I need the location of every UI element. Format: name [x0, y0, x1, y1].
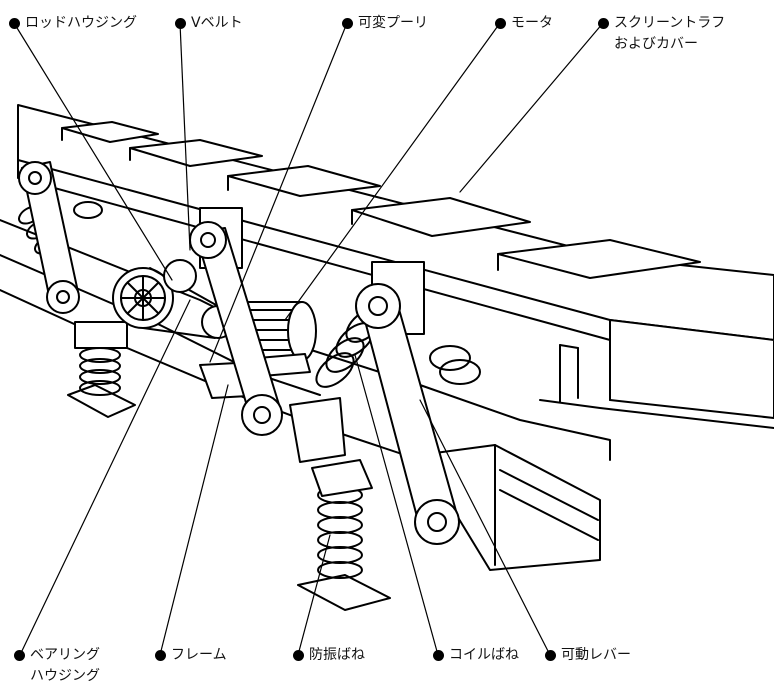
label-frame: フレーム [171, 647, 227, 663]
label-anti-vibration-spring: 防振ばね [309, 647, 365, 663]
bearing-housing-marker [14, 650, 25, 661]
trough-cover-plates [61, 121, 701, 279]
label-motor: モータ [511, 15, 553, 31]
anti-vibration-spring-marker [293, 650, 304, 661]
anti-vibration-spring-rear [73, 201, 481, 385]
variable-pulley-marker [342, 18, 353, 29]
v-belt-marker [175, 18, 186, 29]
label-bearing-housing-line1: ベアリング [30, 647, 100, 663]
anti-vibration-spring-center [297, 459, 391, 611]
motor-marker [495, 18, 506, 29]
rod-housing-marker [9, 18, 20, 29]
movable-lever-right [355, 261, 460, 545]
label-v-belt: Vベルト [191, 15, 243, 31]
movable-lever-marker [545, 650, 556, 661]
rod-housing-center [189, 207, 283, 436]
label-rod-housing: ロッドハウジング [25, 15, 137, 31]
coil-spring-marker [433, 650, 444, 661]
screen-trough-marker [598, 18, 609, 29]
rod-housing-left [18, 161, 80, 314]
label-variable-pulley: 可変プーリ [358, 15, 428, 31]
frame-marker [155, 650, 166, 661]
label-bearing-housing-line2: ハウジング [30, 668, 100, 684]
label-coil-spring: コイルばね [449, 647, 519, 663]
variable-pulley [112, 267, 174, 329]
label-movable-lever: 可動レバー [561, 647, 631, 663]
label-screen-trough-line1: スクリーントラフ [614, 15, 726, 31]
anti-vibration-spring-left [67, 321, 136, 418]
label-screen-trough-line2: およびカバー [614, 36, 698, 52]
leader-lines [13, 22, 604, 656]
